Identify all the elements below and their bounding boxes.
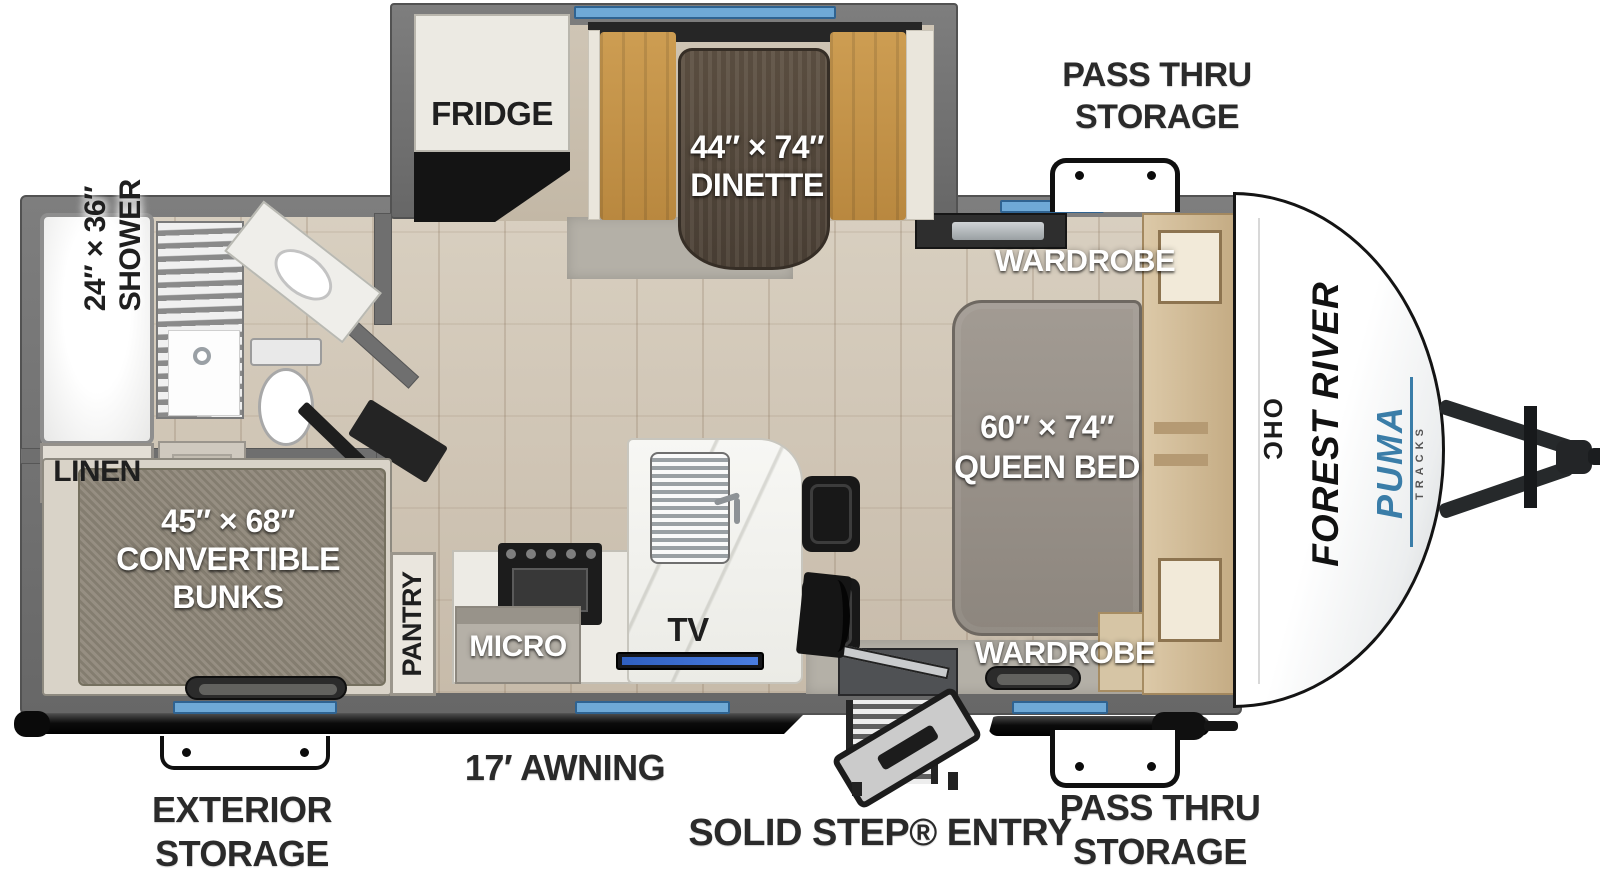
entry-door-swing-arc (824, 580, 850, 652)
tracks-wordmark: TRACKS (1410, 377, 1426, 547)
exterior-storage-line2: STORAGE (155, 833, 329, 874)
pass-thru-top-line1: PASS THRU (1062, 56, 1252, 94)
wardrobe-bottom-label: WARDROBE (974, 635, 1156, 670)
convertible-bunks-mattress (78, 468, 386, 686)
cabinet-opening (1158, 558, 1222, 642)
cabinet-opening (1158, 230, 1222, 304)
bolt (182, 748, 191, 757)
bolt (1147, 171, 1156, 180)
awning-roller-left (16, 714, 804, 734)
pass-thru-door-outline-top (1050, 158, 1180, 212)
wardrobe-shelf (952, 222, 1044, 240)
puma-wordmark: PUMA (1369, 405, 1410, 519)
chair-back (810, 484, 852, 544)
queen-bed-label: QUEEN BED (954, 449, 1140, 485)
bolt (1075, 762, 1084, 771)
linen-label: LINEN (53, 455, 141, 488)
pantry-cabinet (390, 552, 436, 696)
kitchen-window (575, 701, 730, 714)
micro-label: MICRO (469, 630, 567, 663)
front-cap-seam (1258, 218, 1260, 684)
tv-label: TV (667, 611, 709, 648)
faucet (734, 498, 740, 524)
tv-screen (616, 652, 764, 670)
bolt (1147, 762, 1156, 771)
dinette-armrest (588, 30, 600, 220)
dinette-bench-right (830, 32, 906, 220)
wardrobe-bottom-cabinet (1098, 612, 1144, 692)
dinette-table (678, 48, 830, 270)
solid-step-entry-label: SOLID STEP® ENTRY (688, 812, 1072, 854)
stove-knob (566, 549, 576, 559)
stove-knob (526, 549, 536, 559)
awning-end-cap (14, 711, 50, 737)
bunk-window (173, 701, 337, 714)
fridge-cabinet (414, 14, 570, 152)
exterior-storage-line1: EXTERIOR (151, 789, 333, 830)
awning-label: 17′ AWNING (464, 747, 666, 788)
shower-name: SHOWER (113, 179, 147, 312)
dinette-armrest (906, 30, 934, 220)
kitchen-sink-cover (650, 452, 730, 564)
dinette-bench-left (600, 32, 676, 220)
pass-thru-door-outline-bottom (1050, 730, 1180, 788)
handle-slot (997, 674, 1073, 685)
toilet-tank (250, 338, 322, 366)
shower-size: 24″ × 36″ (78, 186, 112, 312)
exterior-storage-handle (185, 676, 347, 700)
pass-thru-bottom-line2: STORAGE (1073, 831, 1247, 872)
wardrobe-top-label: WARDROBE (994, 243, 1176, 278)
tv-screen-glass (622, 657, 758, 665)
bunks-size-label: 45″ × 68″ (161, 503, 295, 539)
cabinet-slat (1154, 454, 1208, 466)
queen-bed-mattress (952, 300, 1142, 636)
hitch-coupler (1556, 440, 1592, 474)
bolt (300, 748, 309, 757)
bunks-line2-label: CONVERTIBLE (116, 541, 340, 577)
step-leg (948, 772, 958, 790)
step-tread-slot (876, 724, 940, 771)
pass-thru-bottom-line1: PASS THRU (1059, 787, 1261, 828)
pass-thru-top-line2: STORAGE (1074, 98, 1240, 136)
pantry-label: PANTRY (397, 571, 427, 677)
bed-surround-cabinetry (1142, 213, 1238, 695)
stove-knob (546, 549, 556, 559)
fridge-label: FRIDGE (431, 95, 553, 132)
microwave-cabinet (455, 606, 581, 684)
bolt (1075, 171, 1084, 180)
slideout-window (574, 6, 836, 19)
cabinet-slat (1154, 422, 1208, 434)
dinette-size-label: 44″ × 74″ (690, 129, 824, 165)
dinette-label: DINETTE (690, 167, 824, 203)
shower-pan (168, 330, 240, 416)
exterior-storage-door-outline (160, 736, 330, 770)
ohc-label: OHC (1258, 398, 1288, 462)
stove-knob (506, 549, 516, 559)
shower-drain (193, 347, 211, 365)
pass-thru-handle (985, 666, 1081, 690)
hitch-frame-bar (1437, 459, 1575, 520)
microwave-ledge (457, 608, 579, 624)
stove-knob (586, 549, 596, 559)
bath-hall-wall (374, 213, 392, 325)
shower-label: 24″ × 36″ SHOWER (79, 179, 147, 423)
forest-river-logo: FOREST RIVER (1305, 281, 1346, 567)
dining-chair (802, 476, 860, 552)
step-leg (852, 782, 862, 796)
awning-arm-rod (1204, 721, 1238, 731)
puma-tracks-logo: PUMA TRACKS (1369, 377, 1428, 547)
bedroom-window-bottom (1012, 701, 1108, 714)
hitch-frame-bar (1437, 398, 1576, 456)
queen-size-label: 60″ × 74″ (980, 409, 1114, 445)
tongue-jack (1524, 406, 1537, 508)
hitch-ball-mount (1588, 448, 1600, 465)
handle-slot (199, 684, 337, 695)
bunks-line3-label: BUNKS (172, 579, 284, 615)
